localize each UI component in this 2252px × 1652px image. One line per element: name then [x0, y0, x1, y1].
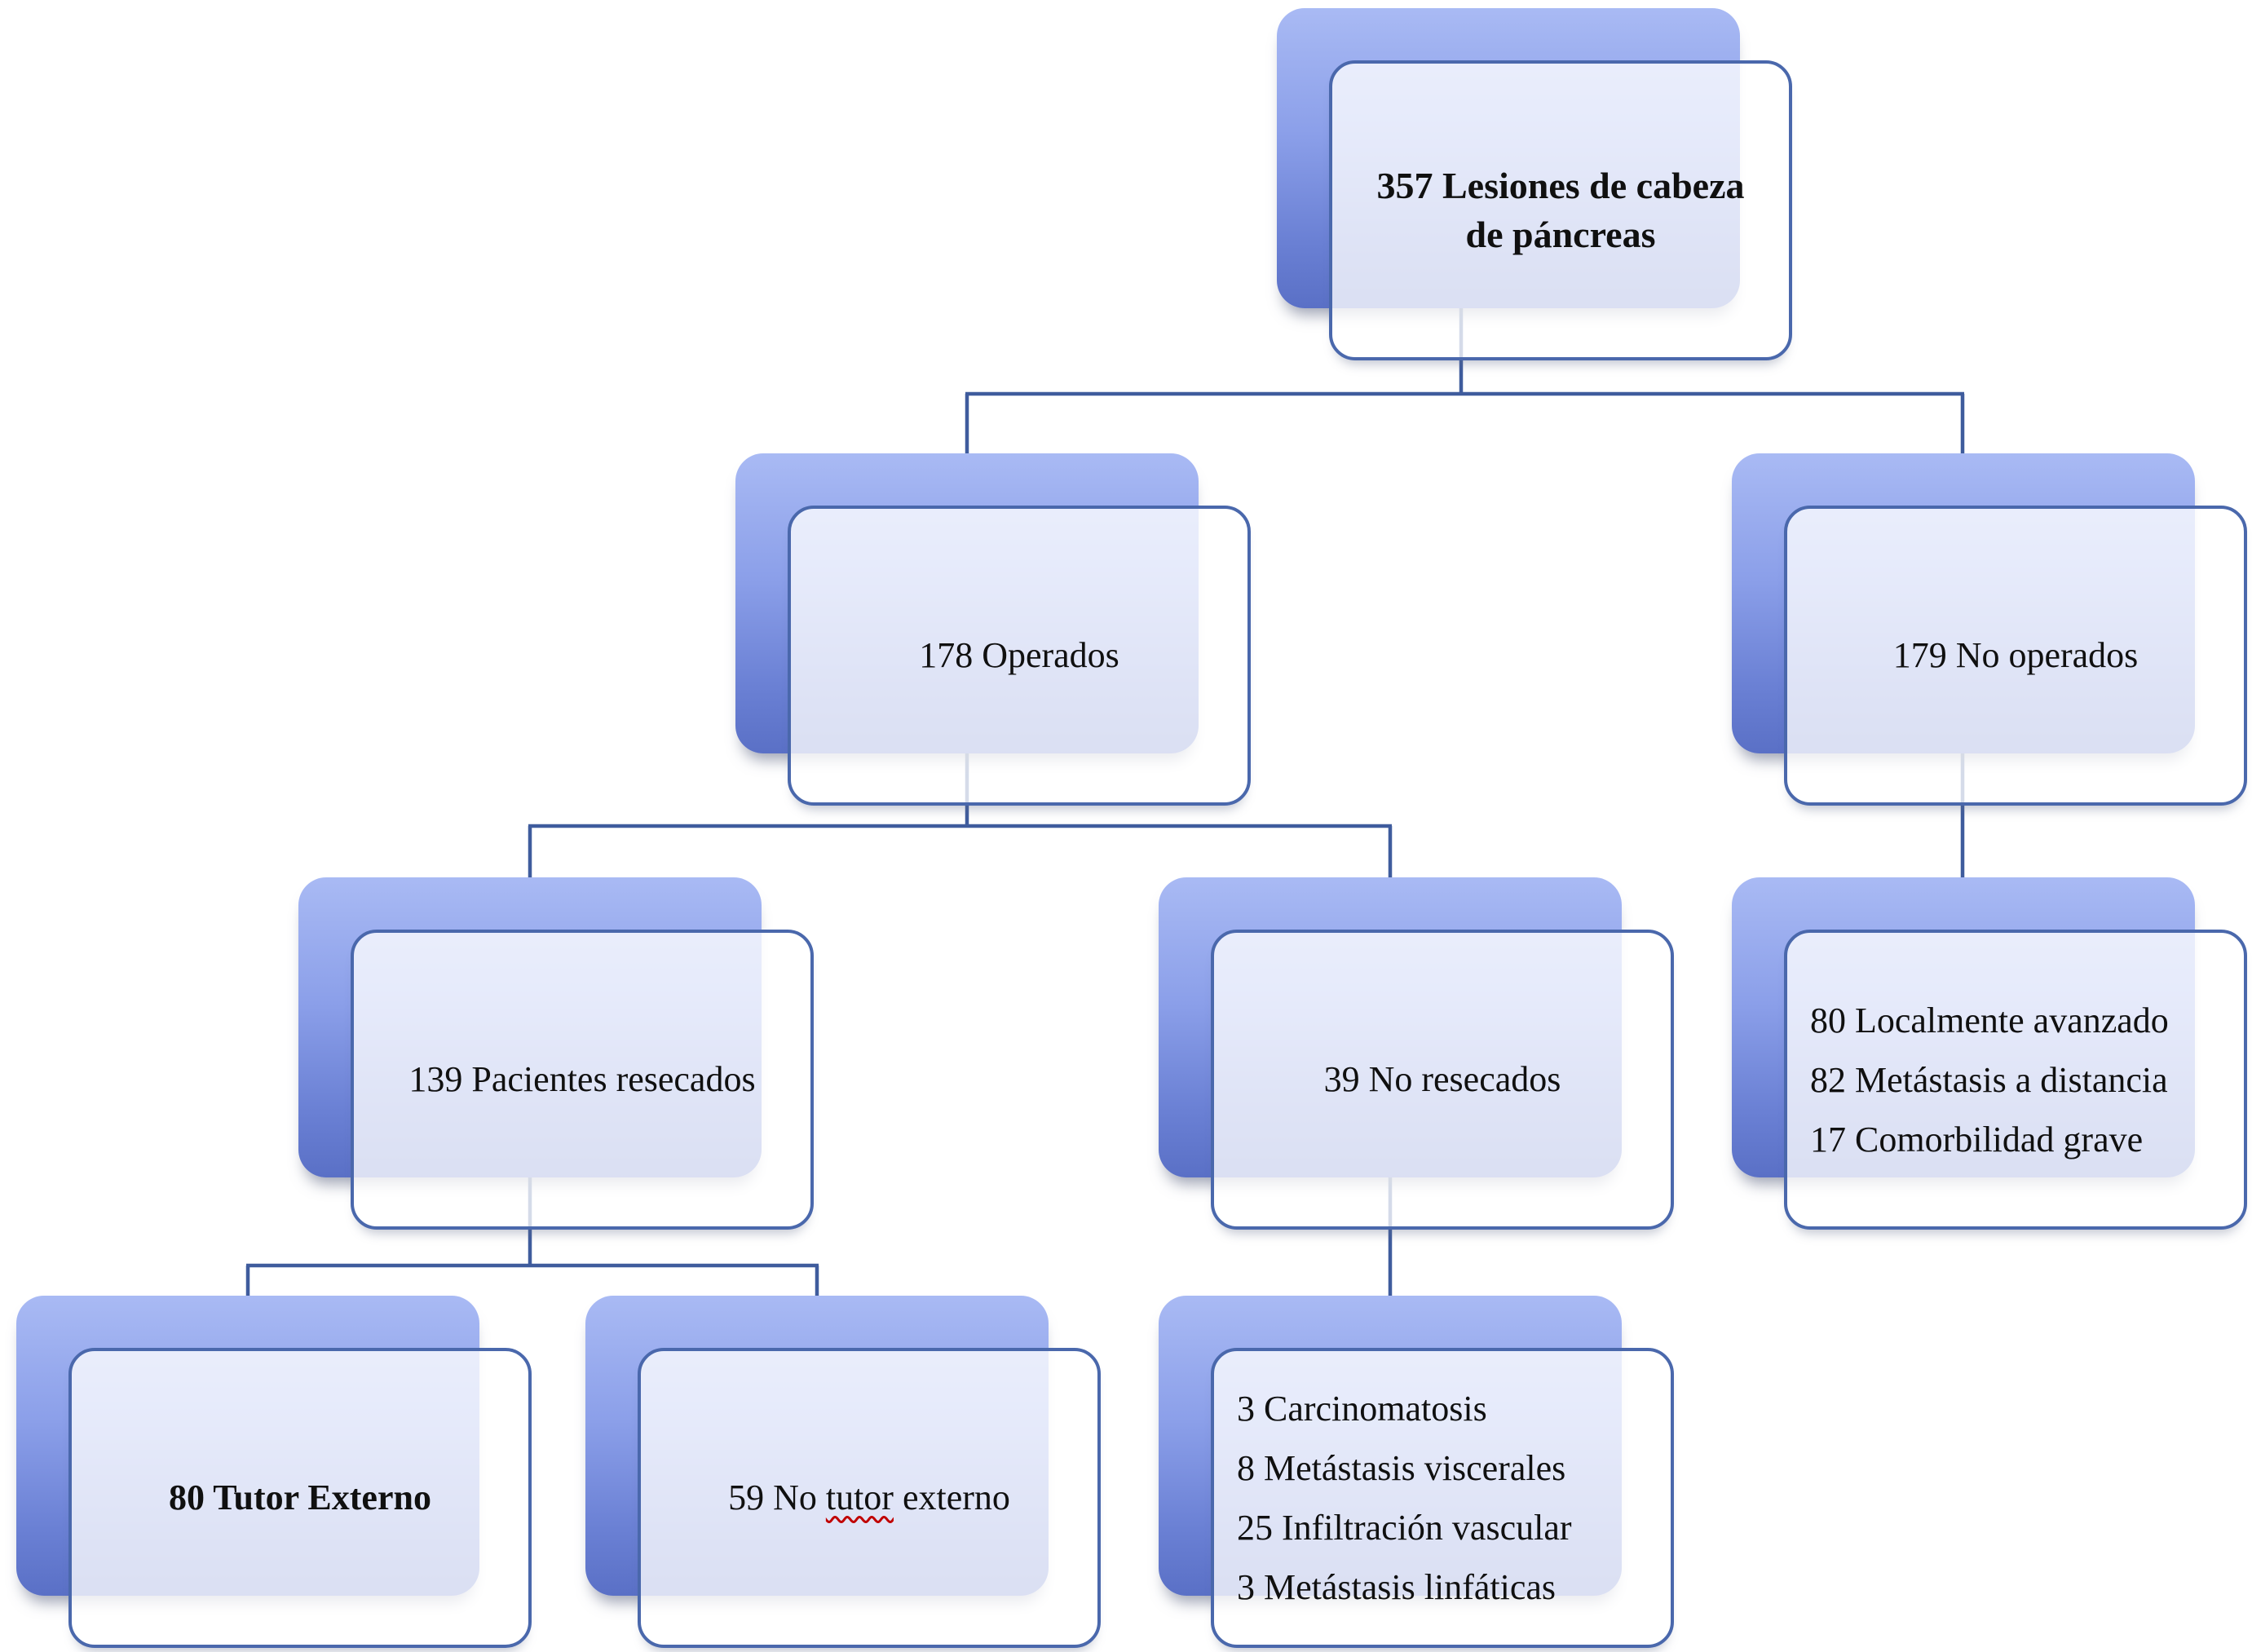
node-no-tutor-externo: 59 No tutor externo — [585, 1296, 1104, 1651]
detail-line-metastasis-linfaticas: 3 Metástasis linfáticas — [1237, 1567, 1557, 1607]
node-front-panel: 59 No tutor externo — [638, 1348, 1101, 1648]
detail-line-comorbilidad-grave: 17 Comorbilidad grave — [1810, 1119, 2144, 1159]
node-label: 179 No operados — [1892, 634, 2139, 675]
node-label-line-2: de páncreas — [1465, 214, 1656, 255]
node-front-panel: 80 Tutor Externo — [68, 1348, 532, 1648]
detail-line-localmente-avanzado: 80 Localmente avanzado — [1810, 1000, 2169, 1040]
node-front-panel: 80 Localmente avanzado 82 Metástasis a d… — [1784, 930, 2247, 1230]
node-lesiones-cabeza-pancreas: 357 Lesiones de cabeza de páncreas — [1277, 8, 1795, 364]
node-no-operados-detalle: 80 Localmente avanzado 82 Metástasis a d… — [1732, 877, 2250, 1233]
detail-line-infiltracion-vascular: 25 Infiltración vascular — [1237, 1508, 1572, 1548]
node-pacientes-resecados: 139 Pacientes resecados — [298, 877, 817, 1233]
detail-line-metastasis-distancia: 82 Metástasis a distancia — [1810, 1059, 2168, 1100]
node-operados: 178 Operados — [735, 453, 1254, 809]
node-front-panel: 3 Carcinomatosis 8 Metástasis viscerales… — [1211, 1348, 1674, 1648]
node-tutor-externo: 80 Tutor Externo — [16, 1296, 535, 1651]
detail-line-metastasis-viscerales: 8 Metástasis viscerales — [1237, 1448, 1566, 1488]
node-front-panel: 179 No operados — [1784, 506, 2247, 806]
node-label: 139 Pacientes resecados — [408, 1058, 756, 1099]
node-label: 59 No tutor externo — [641, 1475, 1097, 1521]
node-front-panel: 139 Pacientes resecados — [351, 930, 814, 1230]
spellcheck-underlined-word: tutor — [825, 1477, 894, 1517]
node-no-resecados-detalle: 3 Carcinomatosis 8 Metástasis viscerales… — [1159, 1296, 1677, 1651]
node-label: 80 Tutor Externo — [169, 1477, 431, 1517]
node-label: 178 Operados — [919, 634, 1119, 675]
node-label-line-1: 357 Lesiones de cabeza — [1376, 165, 1745, 207]
node-front-panel: 357 Lesiones de cabeza de páncreas — [1329, 60, 1792, 360]
node-front-panel: 39 No resecados — [1211, 930, 1674, 1230]
node-label: 39 No resecados — [1323, 1058, 1561, 1099]
label-suffix: externo — [893, 1477, 1010, 1517]
detail-line-carcinomatosis: 3 Carcinomatosis — [1237, 1389, 1487, 1429]
node-no-operados: 179 No operados — [1732, 453, 2250, 809]
node-no-resecados: 39 No resecados — [1159, 877, 1677, 1233]
label-prefix: 59 No — [728, 1477, 826, 1517]
node-front-panel: 178 Operados — [788, 506, 1251, 806]
